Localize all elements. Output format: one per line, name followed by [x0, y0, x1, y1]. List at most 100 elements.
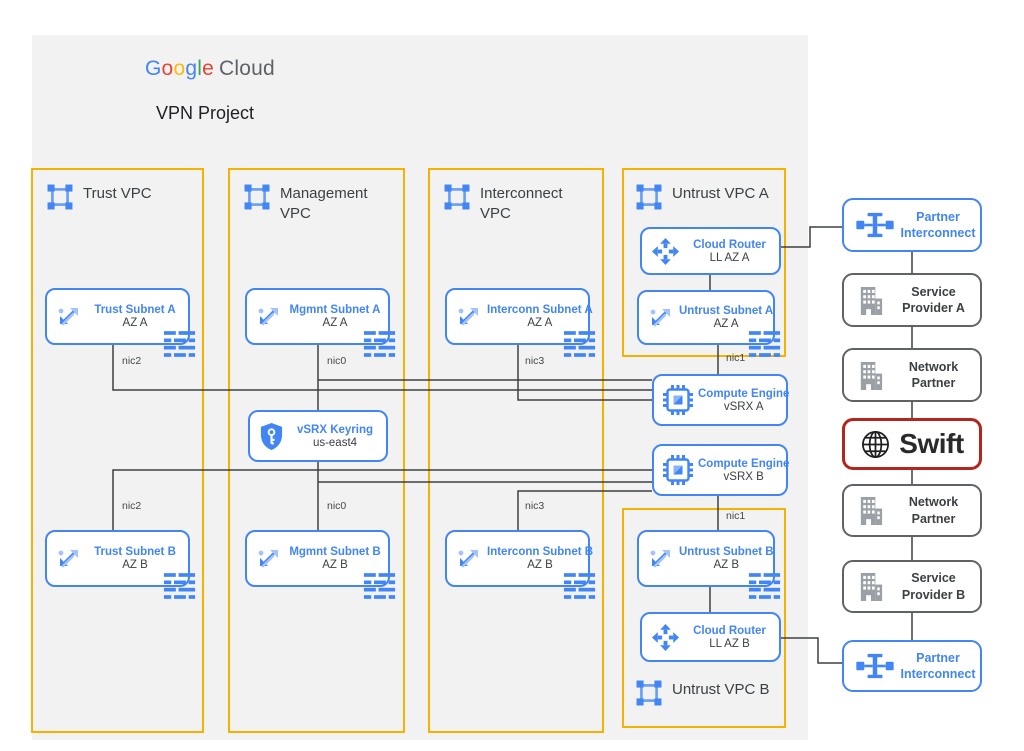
vpc-icon: [244, 184, 270, 210]
compute-engine-vsrx-b-node: Compute Engine vSRX B: [652, 444, 789, 496]
cloud-router-b-node: Cloud Router LL AZ B: [640, 612, 781, 662]
node-title: Untrust Subnet B: [679, 546, 774, 558]
vpc-icon: [47, 184, 73, 210]
firewall-icon: [563, 331, 596, 357]
node-text: Cloud Router LL AZ A: [685, 239, 774, 264]
untrust-vpc-a-container: Untrust VPC A: [622, 168, 786, 357]
nic-label: nic0: [327, 355, 347, 367]
cloud-router-a-node: Cloud Router LL AZ A: [640, 227, 781, 275]
interconn-subnet-b-node: Interconn Subnet B AZ B: [445, 530, 590, 587]
management-vpc-container: Management VPC: [228, 168, 405, 733]
untrust-subnet-b-node: Untrust Subnet B AZ B: [637, 530, 775, 587]
node-title: Trust Subnet B: [94, 546, 176, 558]
vpc-icon: [444, 184, 470, 210]
swift-wordmark: Swift: [899, 428, 964, 459]
node-subtitle: AZ B: [122, 559, 148, 571]
node-title: Untrust Subnet A: [679, 305, 774, 317]
firewall-icon: [163, 331, 196, 357]
partner-interconnect-icon: [854, 652, 896, 680]
node-title: Mgmnt Subnet B: [289, 546, 381, 558]
subnet-icon: [456, 304, 482, 330]
node-title: Interconn Subnet A: [487, 304, 593, 316]
subnet-icon: [56, 546, 82, 572]
trust-subnet-b-node: Trust Subnet B AZ B: [45, 530, 190, 587]
building-icon: [854, 361, 887, 390]
cloud-router-icon: [651, 237, 680, 266]
subnet-icon: [56, 304, 82, 330]
mgmnt-subnet-b-node: Mgmnt Subnet B AZ B: [245, 530, 390, 587]
network-partner-bottom-node: Network Partner: [842, 484, 982, 537]
vpc-header: Trust VPC: [47, 184, 152, 210]
node-subtitle: AZ B: [527, 559, 553, 571]
nic-label: nic1: [726, 352, 746, 364]
node-title: Partner Interconnect: [900, 209, 976, 240]
network-partner-top-node: Network Partner: [842, 348, 982, 402]
firewall-icon: [748, 331, 781, 357]
building-icon: [854, 286, 887, 315]
node-subtitle: vSRX B: [723, 470, 764, 483]
partner-interconnect-top-node: Partner Interconnect: [842, 198, 982, 252]
vpc-icon: [636, 680, 662, 706]
compute-engine-icon: [663, 385, 693, 415]
subnet-icon: [256, 304, 282, 330]
node-title: Compute Engine: [698, 457, 790, 470]
node-text: Interconn Subnet B AZ B: [487, 546, 593, 571]
vpc-icon: [636, 184, 662, 210]
vpc-header: Untrust VPC A: [636, 184, 769, 210]
interconnect-vpc-container: Interconnect VPC: [428, 168, 604, 733]
building-icon: [854, 572, 887, 601]
node-subtitle: vSRX A: [723, 400, 764, 413]
node-subtitle: LL AZ A: [709, 251, 750, 264]
node-text: vSRX Keyring us-east4: [289, 424, 381, 449]
service-provider-b-node: Service Provider B: [842, 560, 982, 613]
node-title: Trust Subnet A: [94, 304, 176, 316]
node-title: Partner Interconnect: [900, 650, 976, 681]
firewall-icon: [363, 573, 396, 599]
node-title: Network Partner: [908, 495, 959, 526]
node-text: Untrust Subnet A AZ A: [679, 305, 773, 330]
nic-label: nic2: [122, 500, 142, 512]
node-text: Untrust Subnet B AZ B: [679, 546, 774, 571]
subnet-icon: [256, 546, 282, 572]
node-subtitle: AZ B: [322, 559, 348, 571]
vpc-label: Management VPC: [280, 185, 368, 223]
vpc-label: Untrust VPC A: [672, 185, 769, 202]
node-title: Interconn Subnet B: [487, 546, 594, 558]
compute-engine-vsrx-a-node: Compute Engine vSRX A: [652, 374, 789, 426]
shield-key-icon: [259, 422, 284, 451]
vpc-label: Trust VPC: [83, 185, 152, 202]
cloud-wordmark: Cloud: [218, 57, 275, 80]
google-wordmark: Google: [145, 57, 214, 80]
node-subtitle: us-east4: [312, 436, 358, 449]
compute-engine-icon: [663, 455, 693, 485]
node-title: Cloud Router: [693, 238, 766, 251]
untrust-subnet-a-node: Untrust Subnet A AZ A: [637, 290, 775, 345]
trust-subnet-a-node: Trust Subnet A AZ A: [45, 288, 190, 345]
node-text: Mgmnt Subnet B AZ B: [287, 546, 383, 571]
swift-node: Swift: [842, 418, 982, 470]
firewall-icon: [748, 573, 781, 599]
node-text: Interconn Subnet A AZ A: [487, 304, 593, 329]
vpc-header: Interconnect VPC: [444, 184, 592, 225]
globe-icon: [860, 429, 891, 460]
cloud-router-icon: [651, 623, 680, 652]
firewall-icon: [363, 331, 396, 357]
subnet-icon: [648, 546, 674, 572]
partner-interconnect-bottom-node: Partner Interconnect: [842, 640, 982, 692]
node-text: Compute Engine vSRX B: [698, 458, 789, 483]
node-title: Mgmnt Subnet A: [289, 304, 381, 316]
node-subtitle: AZ A: [713, 318, 739, 330]
firewall-icon: [163, 573, 196, 599]
node-text: Trust Subnet B AZ B: [87, 546, 183, 571]
node-text: Mgmnt Subnet A AZ A: [287, 304, 383, 329]
nic-label: nic3: [525, 355, 545, 367]
node-text: Trust Subnet A AZ A: [87, 304, 183, 329]
untrust-vpc-b-container: Untrust VPC B: [622, 508, 786, 728]
node-subtitle: AZ A: [322, 317, 348, 329]
node-title: Cloud Router: [693, 624, 766, 637]
nic-label: nic3: [525, 500, 545, 512]
node-subtitle: AZ A: [527, 317, 553, 329]
page-title: VPN Project: [156, 103, 255, 123]
